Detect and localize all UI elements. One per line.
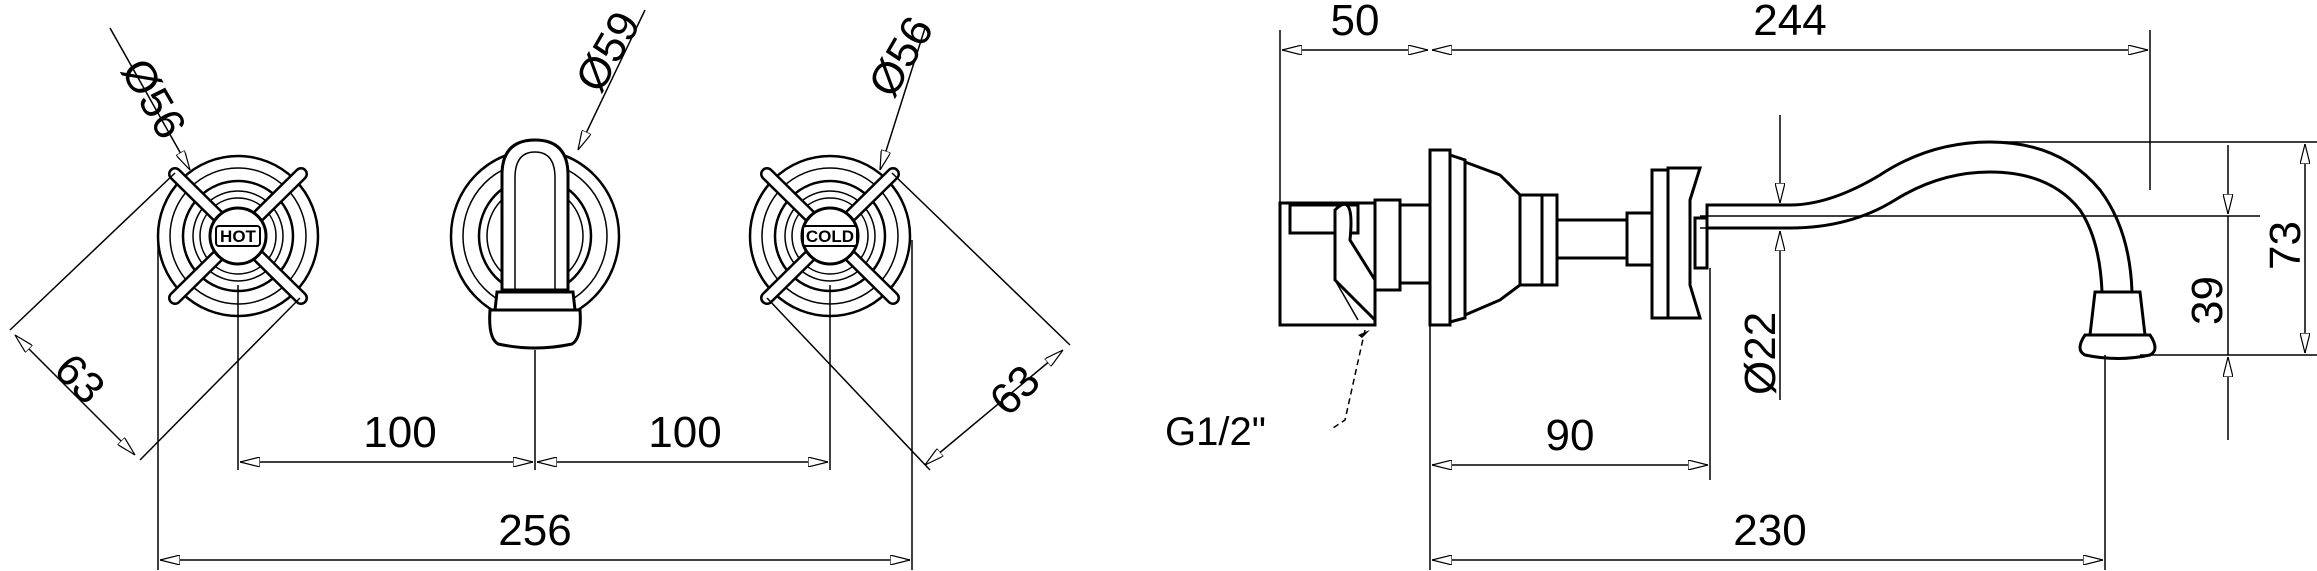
dim-outlet-height: 39 <box>2183 276 2232 325</box>
cold-handle: COLD <box>748 154 912 318</box>
dim-overall-width: 256 <box>498 506 571 555</box>
dim-spout-length: 244 <box>1753 0 1826 45</box>
dim-hot-diameter: Ø56 <box>111 51 195 148</box>
front-view: HOT COLD <box>9 3 1071 570</box>
dim-spout-diameter: Ø59 <box>566 3 650 100</box>
cold-label: COLD <box>806 227 854 246</box>
dim-spout-height: 73 <box>2261 221 2310 270</box>
side-view: G1/2" 50 244 73 39 Ø22 90 <box>1165 0 2317 570</box>
dim-cold-diameter: Ø56 <box>859 8 943 105</box>
dim-pipe-diameter: Ø22 <box>1736 312 1785 395</box>
hot-handle: HOT <box>156 154 320 318</box>
dim-left-diagonal: 63 <box>45 344 114 413</box>
dim-handle-projection: 90 <box>1546 411 1595 460</box>
spout-rose <box>449 138 621 350</box>
dim-right-diagonal: 63 <box>980 356 1049 425</box>
dim-spacing-right: 100 <box>648 408 721 457</box>
dim-outlet-projection: 230 <box>1733 506 1806 555</box>
thread-label: G1/2" <box>1165 410 1266 454</box>
dim-wall-depth: 50 <box>1331 0 1380 45</box>
dim-spacing-left: 100 <box>363 408 436 457</box>
hot-label: HOT <box>220 227 257 246</box>
